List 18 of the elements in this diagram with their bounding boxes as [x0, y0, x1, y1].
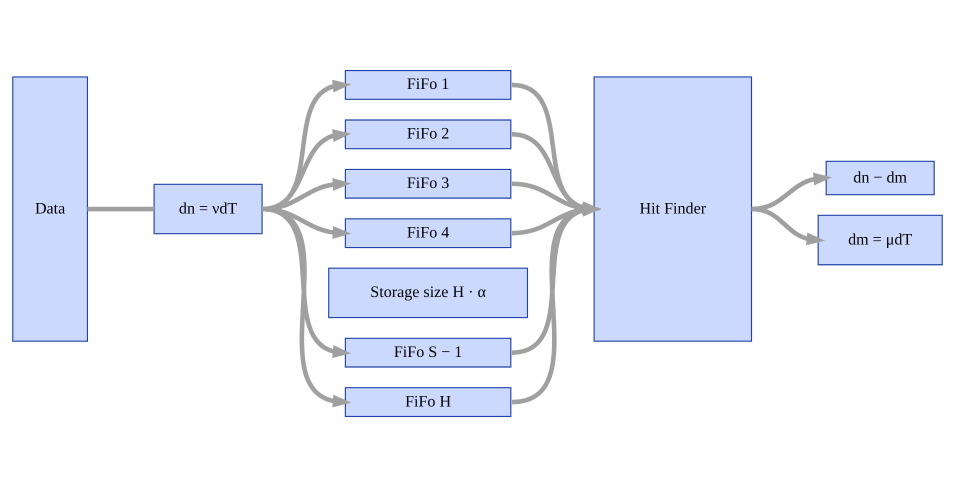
- connector: [87, 206, 154, 211]
- node-box: FiFo 4: [344, 218, 512, 248]
- node-box: Hit Finder: [594, 76, 752, 342]
- node-box: FiFo 1: [344, 70, 512, 100]
- node-box: Storage size H · α: [328, 267, 528, 318]
- node-box: dn − dm: [826, 160, 935, 195]
- node-box: FiFo H: [344, 386, 512, 416]
- node-box: FiFo 2: [344, 118, 512, 149]
- arrow: [751, 206, 826, 245]
- arrow: [512, 203, 602, 404]
- node-box: dn = νdT: [154, 183, 263, 234]
- arrow: [512, 203, 602, 354]
- node-box: FiFo S − 1: [344, 337, 512, 368]
- arrow: [751, 172, 832, 211]
- arrow: [512, 202, 602, 235]
- node-box: dm = μdT: [818, 214, 943, 265]
- node-box: FiFo 3: [344, 168, 512, 198]
- node-box: Data: [12, 76, 88, 342]
